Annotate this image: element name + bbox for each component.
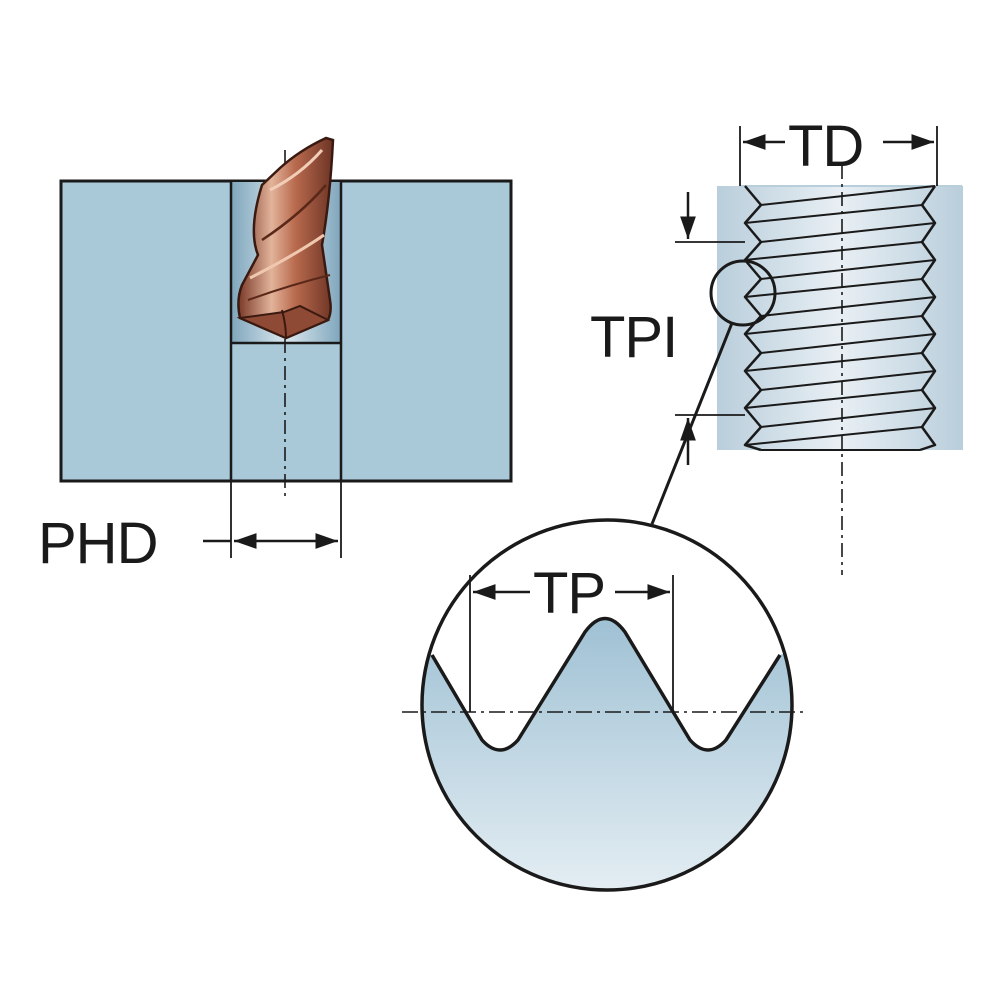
thread-detail: TP (402, 518, 808, 892)
detail-thread-fill (422, 618, 792, 890)
thread-profile-left (743, 185, 763, 452)
thread-body (717, 186, 963, 450)
thread-crest-lines (744, 185, 936, 451)
magnify-marker-circle (709, 259, 777, 327)
thread-profile-right (919, 185, 937, 452)
magnify-leader (650, 322, 734, 525)
phd-label: PHD (38, 511, 157, 576)
tp-label: TP (533, 561, 605, 626)
thread-section: TD TPI (590, 114, 963, 575)
twist-drill-icon (236, 136, 335, 340)
td-label: TD (788, 114, 863, 179)
workpiece-section: PHD (38, 136, 513, 576)
tpi-label: TPI (590, 305, 677, 370)
detail-circle (420, 518, 794, 892)
detail-thread-profile (430, 616, 782, 752)
